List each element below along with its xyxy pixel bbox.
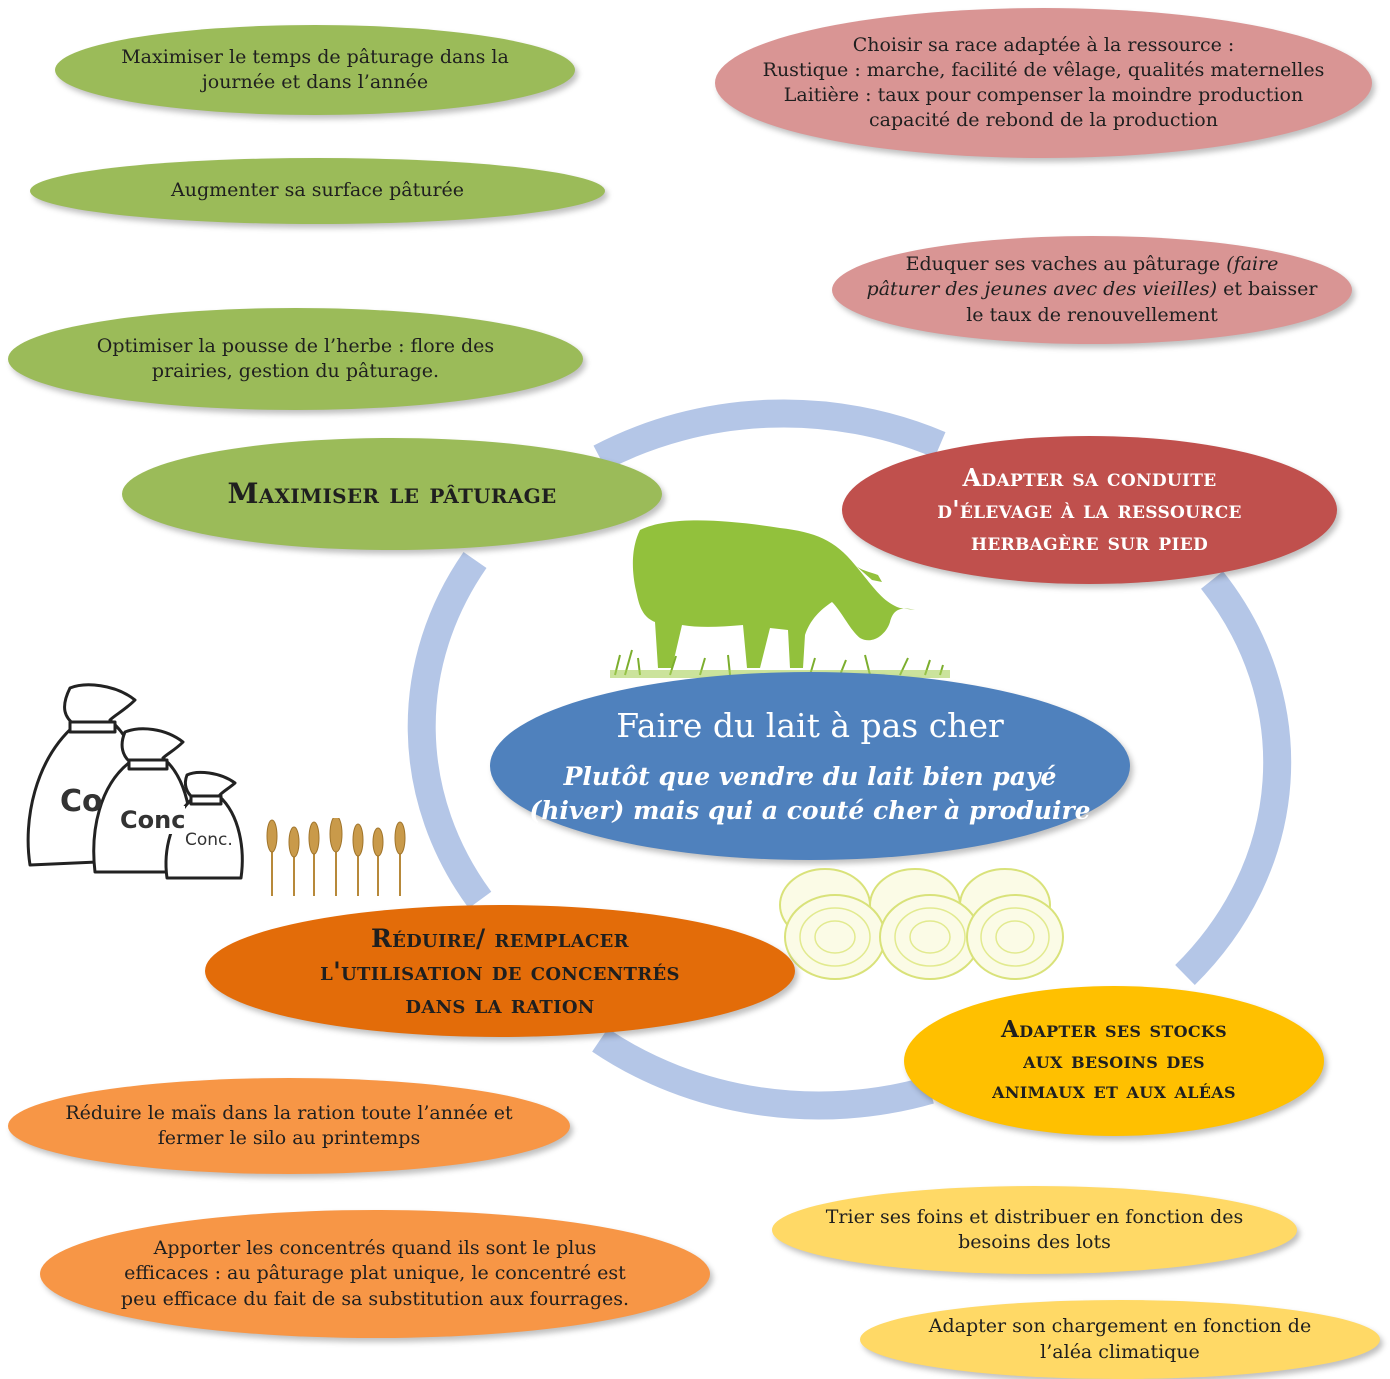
central-goal: Faire du lait à pas cher Plutôt que vend…: [490, 672, 1130, 860]
herd-heading: Adapter sa conduite d'élevage à la resso…: [842, 436, 1337, 584]
pasture-heading: Maximiser le pâturage: [122, 438, 662, 550]
stocks-item-stocking-rate: Adapter son chargement en fonction de l’…: [860, 1300, 1380, 1379]
concentrate-bags-icon: [26, 683, 244, 880]
ring-arc-left: [407, 552, 492, 909]
ring-arc-top: [593, 399, 946, 471]
pasture-item-grazing-time: Maximiser le temps de pâturage dans la j…: [55, 25, 575, 115]
ring-arc-bottom: [592, 1028, 934, 1120]
pasture-item-surface: Augmenter sa surface pâturée: [30, 158, 605, 224]
stocks-item-hay-sorting: Trier ses foins et distribuer en fonctio…: [772, 1186, 1297, 1274]
concentrates-item-timing: Apporter les concentrés quand ils sont l…: [40, 1210, 710, 1338]
herd-item-education: Eduquer ses vaches au pâturage (faire pâ…: [832, 236, 1352, 344]
bag-label-small: Conc.: [185, 830, 233, 850]
herd-item-breed: Choisir sa race adaptée à la ressource :…: [715, 8, 1372, 158]
bag-label-large: Co: [60, 784, 103, 819]
bag-label-medium: Conc: [120, 806, 186, 834]
wheat-ears-icon: [266, 818, 406, 896]
hay-bales-icon: [779, 868, 1064, 980]
concentrates-item-maize: Réduire le maïs dans la ration toute l’a…: [8, 1078, 570, 1174]
pasture-item-grass-growth: Optimiser la pousse de l’herbe : flore d…: [8, 308, 583, 410]
stocks-heading: Adapter ses stocks aux besoins des anima…: [904, 986, 1324, 1136]
grazing-cow-icon: [610, 520, 950, 678]
ring-arc-right: [1175, 571, 1292, 985]
concentrates-heading: Réduire/ remplacer l'utilisation de conc…: [205, 905, 795, 1037]
